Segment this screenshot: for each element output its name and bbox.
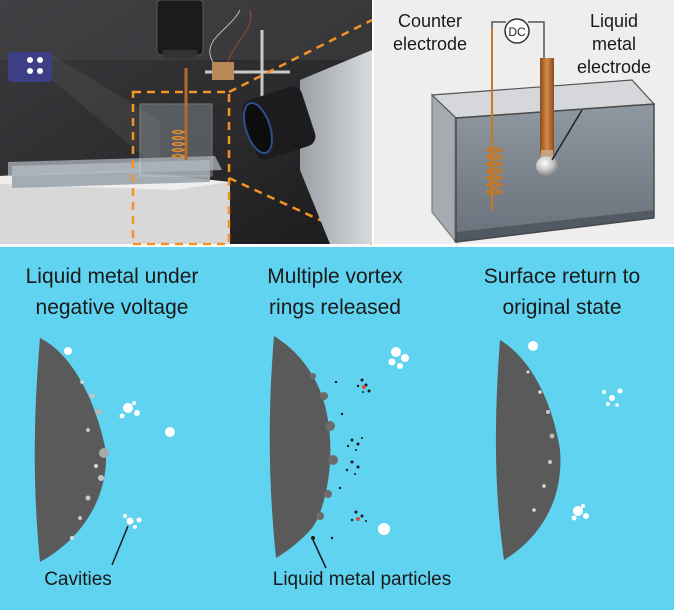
cell-schematic-panel: DC Counter electrode Liquid metal electr… bbox=[374, 0, 674, 244]
light-source bbox=[8, 52, 160, 170]
process-panel: Liquid metal under negative voltage Mult… bbox=[0, 247, 674, 610]
stage-3-title-line2: original state bbox=[502, 296, 621, 319]
particles-pointer bbox=[312, 539, 327, 569]
stage-2-liquid-metal bbox=[269, 336, 409, 569]
camera bbox=[242, 50, 372, 244]
counter-electrode-coil bbox=[485, 147, 505, 195]
camera-lens bbox=[243, 101, 273, 155]
bench bbox=[0, 156, 230, 244]
zoom-box bbox=[131, 90, 231, 246]
dc-source bbox=[504, 18, 530, 44]
liquid-metal-electrode-label-line3: electrode bbox=[577, 57, 651, 77]
wire-right bbox=[528, 21, 545, 58]
cavities-label: Cavities bbox=[44, 569, 112, 590]
water-background bbox=[0, 247, 674, 610]
dc-label: DC bbox=[508, 25, 526, 39]
small-tank bbox=[139, 68, 213, 177]
liquid-metal-electrode-label-line2: metal bbox=[592, 34, 636, 54]
stage-1-title-line1: Liquid metal under bbox=[26, 265, 199, 288]
liquid-metal-surface-1 bbox=[34, 338, 107, 562]
stage-3-liquid-metal bbox=[495, 340, 623, 560]
cavities-pointer bbox=[111, 525, 129, 566]
vortex-ring-4 bbox=[350, 510, 367, 522]
vortex-ring-3 bbox=[345, 460, 360, 475]
stage-2-title-line2: rings released bbox=[269, 296, 401, 319]
vortex-ring-2 bbox=[346, 437, 363, 451]
stage-1-title-line2: negative voltage bbox=[36, 296, 189, 319]
liquid-metal-electrode-rod bbox=[540, 58, 554, 154]
vortex-ring-1 bbox=[356, 378, 371, 393]
lab-setup-panel bbox=[0, 0, 373, 246]
zoom-line-top bbox=[228, 18, 373, 94]
liquid-metal-electrode-label-line1: Liquid bbox=[590, 11, 638, 31]
microscope-objective bbox=[156, 0, 204, 56]
wire-left bbox=[491, 21, 506, 28]
particles-label: Liquid metal particles bbox=[273, 569, 451, 590]
electrode-pointer bbox=[551, 109, 583, 161]
stage-3-title-line1: Surface return to bbox=[484, 265, 640, 288]
trough-rim bbox=[8, 156, 222, 176]
rod-tip bbox=[541, 150, 553, 160]
liquid-metal-surface-2 bbox=[269, 336, 331, 558]
stage-1-liquid-metal bbox=[34, 338, 175, 566]
light-source-body bbox=[8, 52, 52, 82]
liquid-metal-droplet bbox=[536, 156, 558, 176]
camera-arm bbox=[300, 50, 372, 244]
stage-2-title-line1: Multiple vortex bbox=[267, 265, 403, 288]
liquid-metal-surface-3 bbox=[495, 340, 561, 560]
objective-tip bbox=[163, 50, 197, 58]
clamp bbox=[212, 62, 234, 80]
counter-electrode-label-line1: Counter bbox=[398, 11, 462, 31]
tank-coil bbox=[171, 129, 186, 159]
counter-electrode-label-line2: electrode bbox=[393, 34, 467, 54]
